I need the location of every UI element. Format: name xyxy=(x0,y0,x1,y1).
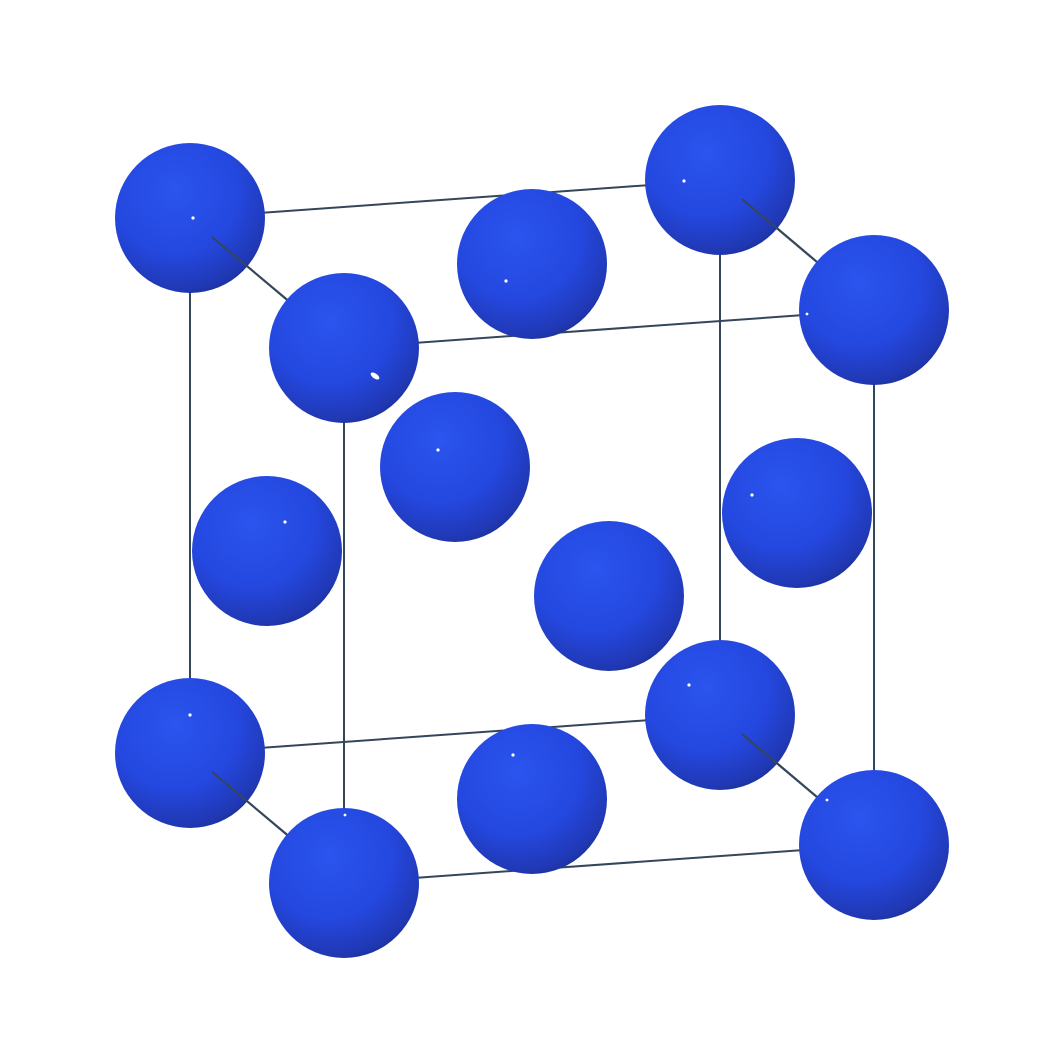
edge-top-front xyxy=(343,309,875,349)
atom-highlight xyxy=(750,493,754,497)
atom-highlight xyxy=(511,753,515,757)
atom-highlight xyxy=(805,312,809,316)
atom-highlight xyxy=(188,713,192,717)
atom-corner-top-front-left xyxy=(269,273,419,423)
atom-corner-top-back-right xyxy=(645,105,795,255)
atom-highlight xyxy=(687,683,691,687)
atom-corner-top-back-left xyxy=(115,143,265,293)
atoms xyxy=(115,105,949,958)
atom-corner-bottom-front-right xyxy=(799,770,949,920)
atom-highlight xyxy=(283,520,287,524)
edge-top-left-segment xyxy=(211,236,291,303)
atom-highlight xyxy=(191,216,195,220)
edge-bottom-left-segment xyxy=(211,771,291,838)
atom-highlight xyxy=(343,813,347,817)
atom-face-center-front xyxy=(534,521,684,671)
atom-corner-bottom-back-left xyxy=(115,678,265,828)
edge-bottom-back xyxy=(189,714,721,754)
atom-face-center-right xyxy=(722,438,872,588)
edge-bottom-front xyxy=(343,844,875,884)
atom-highlight xyxy=(825,798,829,802)
edge-top-right-segment xyxy=(741,198,819,264)
edge-bottom-right-segment xyxy=(741,733,819,799)
atom-face-center-top xyxy=(457,189,607,339)
edge-top-back xyxy=(189,179,721,219)
atom-highlight xyxy=(370,372,380,380)
atom-highlight xyxy=(682,179,686,183)
atom-highlight xyxy=(436,448,440,452)
atom-corner-bottom-front-left xyxy=(269,808,419,958)
atom-corner-top-front-right xyxy=(799,235,949,385)
atom-face-center-bottom xyxy=(457,724,607,874)
atom-corner-bottom-back-right xyxy=(645,640,795,790)
atom-face-center-left xyxy=(192,476,342,626)
atom-face-center-back xyxy=(380,392,530,542)
atom-highlight xyxy=(504,279,508,283)
